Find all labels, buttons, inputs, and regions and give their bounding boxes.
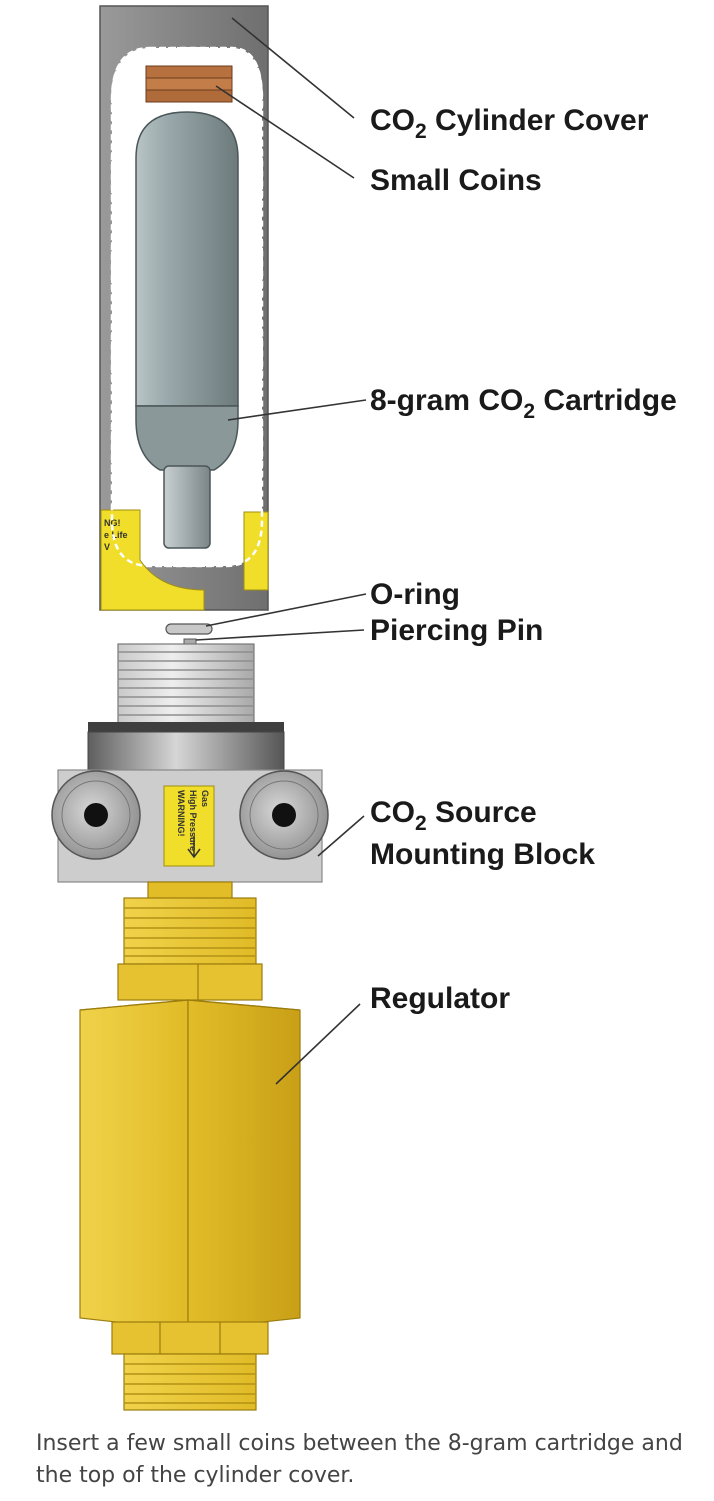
cartridge-shoulder bbox=[135, 405, 239, 471]
label-cartridge: 8-gram CO2 Cartridge bbox=[370, 384, 677, 423]
block-sticker-line-1: WARNING! bbox=[176, 790, 186, 837]
leader-cartridge bbox=[227, 399, 367, 421]
label-small-coins: Small Coins bbox=[370, 164, 542, 197]
right-port-hole bbox=[272, 803, 296, 827]
label-source-block: CO2 Source bbox=[370, 796, 537, 835]
cover-sticker-line-1: NG! bbox=[104, 518, 121, 528]
label-regulator: Regulator bbox=[370, 982, 510, 1015]
block-sticker-line-2: High Pressure bbox=[188, 790, 198, 851]
co2-assembly-diagram: NG! e Life V bbox=[51, 5, 677, 1411]
leader-piercing-pin bbox=[195, 629, 365, 641]
figure-caption: Insert a few small coins between the 8-g… bbox=[36, 1431, 683, 1488]
cover-sticker-line-3: V bbox=[104, 542, 110, 552]
block-sticker-line-3: Gas bbox=[200, 790, 210, 807]
leader-lines bbox=[195, 17, 367, 1085]
label-o-ring: O-ring bbox=[370, 578, 460, 611]
mounting-collar bbox=[87, 722, 285, 771]
co2-cartridge bbox=[135, 111, 239, 549]
regulator-body-right bbox=[187, 999, 301, 1331]
threaded-neck bbox=[117, 643, 255, 729]
regulator bbox=[79, 881, 301, 1411]
cartridge-neck bbox=[163, 465, 211, 549]
label-piercing-pin: Piercing Pin bbox=[370, 614, 543, 647]
cover-sticker-line-2: e Life bbox=[104, 530, 128, 540]
leader-regulator bbox=[275, 1003, 361, 1085]
cover-warning-label bbox=[100, 509, 205, 611]
leader-cylinder-cover bbox=[231, 17, 355, 119]
o-ring bbox=[165, 623, 213, 635]
small-coins bbox=[145, 65, 233, 103]
leader-source-block bbox=[317, 815, 365, 857]
label-source-block-line2: Mounting Block bbox=[370, 838, 595, 871]
leader-small-coins bbox=[215, 85, 355, 179]
regulator-body-left bbox=[79, 999, 189, 1331]
cartridge-body bbox=[135, 111, 239, 407]
label-cylinder-cover: CO2 Cylinder Cover bbox=[370, 104, 649, 143]
left-port-hole bbox=[84, 803, 108, 827]
leader-o-ring bbox=[205, 593, 367, 627]
cover-cutaway-outline bbox=[110, 46, 264, 568]
block-arrow-icon bbox=[187, 836, 201, 859]
mounting-block: WARNING! High Pressure Gas bbox=[51, 769, 329, 883]
block-warning-label bbox=[163, 785, 215, 867]
